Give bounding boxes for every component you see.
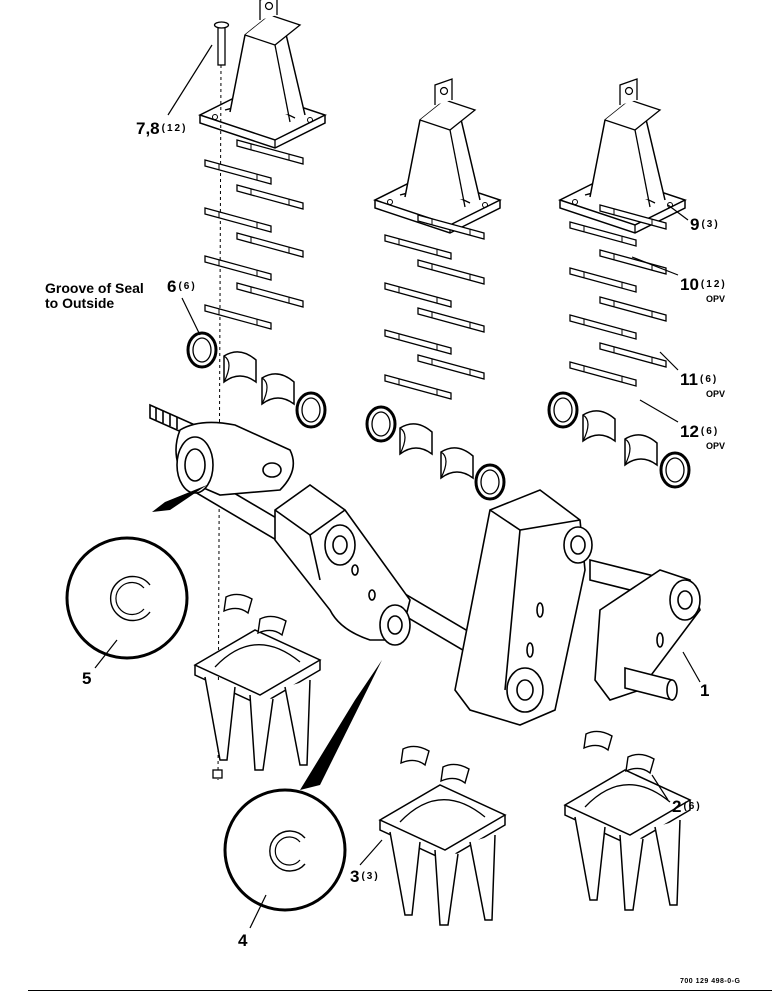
seal bbox=[659, 451, 691, 489]
drawing-part-number: 700 129 498-0-G bbox=[680, 978, 741, 985]
callout-9: 9(3) bbox=[690, 215, 720, 234]
seal-note-line1: Groove of Seal bbox=[45, 280, 144, 296]
shim-stack-center bbox=[384, 214, 485, 400]
bushing bbox=[624, 434, 658, 466]
bushing bbox=[582, 410, 616, 442]
seal bbox=[295, 391, 327, 429]
crankshaft-assembly bbox=[149, 403, 701, 726]
bushing bbox=[261, 373, 295, 405]
callout-2: 2(6) bbox=[672, 797, 702, 816]
seal bbox=[474, 463, 506, 501]
callout-10-sub: OPV bbox=[706, 294, 726, 304]
bearing-insert bbox=[625, 753, 655, 774]
callout-7-8: 7,8(12) bbox=[136, 119, 188, 138]
bearing-housing-right bbox=[559, 78, 686, 234]
callout-11-sub: OPV bbox=[706, 389, 726, 399]
seal bbox=[365, 405, 397, 443]
bearing-insert bbox=[223, 593, 253, 614]
callout-10: 10(12) bbox=[680, 275, 727, 294]
nut bbox=[212, 769, 223, 779]
footer-rule bbox=[28, 990, 772, 991]
bearing-housing-center bbox=[374, 78, 501, 234]
support-stand-left bbox=[194, 629, 321, 771]
bolt bbox=[213, 21, 230, 66]
shim-stack-right bbox=[569, 204, 667, 387]
callout-3: 3(3) bbox=[350, 867, 380, 886]
callout-11: 11(6) bbox=[680, 370, 719, 389]
seal-note-line2: to Outside bbox=[45, 295, 115, 311]
support-stand-center bbox=[379, 784, 506, 926]
detail-circle-4 bbox=[223, 660, 382, 912]
bearing-insert bbox=[257, 615, 287, 636]
bushing bbox=[399, 423, 433, 455]
bushing bbox=[440, 447, 474, 479]
support-stand-right bbox=[564, 769, 691, 911]
callout-5: 5 bbox=[82, 669, 92, 688]
callout-4: 4 bbox=[238, 931, 248, 950]
callout-12-sub: OPV bbox=[706, 441, 726, 451]
bushing bbox=[223, 351, 257, 383]
seal bbox=[186, 331, 218, 369]
leader-lines bbox=[94, 44, 701, 929]
callout-6: 6(6) bbox=[167, 277, 197, 296]
bearing-insert bbox=[440, 763, 470, 784]
bearing-insert bbox=[583, 730, 613, 751]
bearing-insert bbox=[400, 745, 430, 766]
callout-12: 12(6) bbox=[680, 422, 720, 441]
detail-circle-5 bbox=[65, 485, 207, 660]
callout-1: 1 bbox=[700, 681, 710, 700]
seal bbox=[547, 391, 579, 429]
